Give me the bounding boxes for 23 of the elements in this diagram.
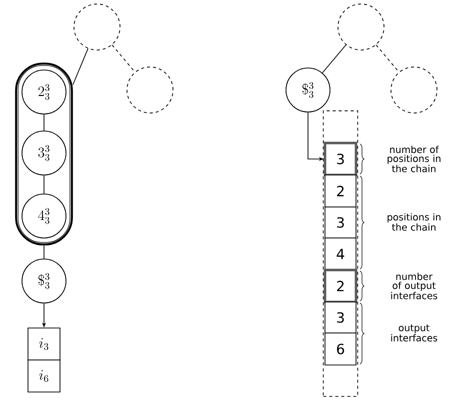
array-cell: 4 xyxy=(324,238,356,270)
array-cell: $i_6$ xyxy=(28,360,60,392)
dashed-array-frame xyxy=(322,110,358,397)
dashed-circle xyxy=(74,4,120,50)
array-cell: 3 xyxy=(324,206,356,238)
connector-line xyxy=(72,48,88,86)
brace-label: output interfaces xyxy=(391,324,438,342)
dashed-circle xyxy=(126,66,174,114)
connector-line xyxy=(322,44,346,74)
array-cell: $i_3$ xyxy=(28,328,60,360)
connector-line xyxy=(376,44,400,72)
array-cell: 2 xyxy=(324,174,356,208)
brace-label: number of output interfaces xyxy=(391,272,438,300)
chain-capsule xyxy=(15,62,73,246)
array-cell: 3 xyxy=(324,302,356,334)
dashed-circle xyxy=(338,4,384,50)
array-cell: 6 xyxy=(324,332,356,366)
highlighted-array-cell: 2 xyxy=(324,268,358,304)
highlighted-array-cell: 3 xyxy=(324,142,358,176)
brace-label: number of positions in the chain xyxy=(388,146,440,172)
connector-line xyxy=(112,44,136,72)
brace-label: positions in the chain xyxy=(388,213,440,231)
dashed-circle xyxy=(390,66,438,114)
